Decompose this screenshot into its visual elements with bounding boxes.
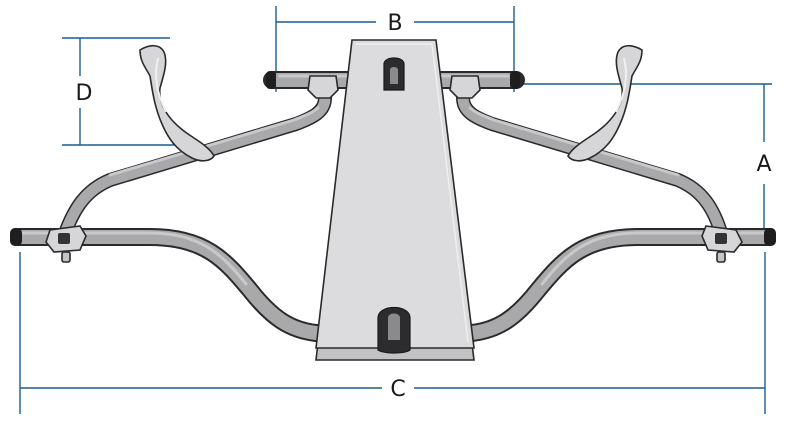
dimension-a-label: A xyxy=(756,152,771,177)
left-end-cap xyxy=(266,71,276,89)
right-diagonal-strut xyxy=(456,91,729,243)
bottom-mounting-slot xyxy=(377,306,411,354)
left-diagonal-strut xyxy=(57,91,332,243)
plate-face xyxy=(315,39,475,349)
left-bottom-end-cap xyxy=(10,228,22,246)
left-joint-bracket xyxy=(307,75,339,99)
right-hook xyxy=(567,44,643,162)
top-mounting-slot xyxy=(383,57,405,91)
dimension-c: C xyxy=(19,252,766,414)
dimension-d: D xyxy=(62,37,190,146)
right-bottom-end-cap xyxy=(764,228,776,246)
right-end-cap xyxy=(510,71,520,89)
right-clamp xyxy=(701,225,743,263)
left-clamp xyxy=(45,225,87,263)
dimension-a: A xyxy=(510,83,772,239)
center-plate xyxy=(315,39,475,361)
dimension-d-label: D xyxy=(76,81,93,106)
dimension-b-label: B xyxy=(387,11,402,36)
left-hook xyxy=(139,44,215,162)
dimension-c-label: C xyxy=(390,377,405,402)
right-joint-bracket xyxy=(449,75,481,99)
